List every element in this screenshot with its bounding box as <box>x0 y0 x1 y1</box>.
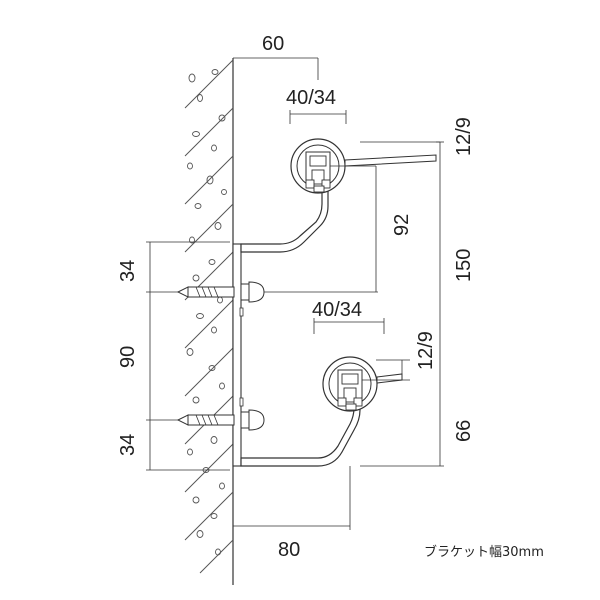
dim-top-offset: 12/9 <box>453 117 475 156</box>
dim-top-bracket: 40/34 <box>286 87 336 109</box>
mounting-plate-slot-lower <box>239 397 244 407</box>
mounting-plate <box>232 243 242 467</box>
dim-lower-bracket: 40/34 <box>312 299 362 321</box>
wall-section <box>184 58 234 585</box>
dim-drop-92: 92 <box>391 214 413 236</box>
dimension-lines <box>146 57 444 530</box>
dim-height-66: 66 <box>453 420 475 442</box>
lower-anchor-bolt <box>176 409 265 431</box>
dim-left-upper: 34 <box>117 260 139 282</box>
dim-top-overall: 60 <box>262 33 284 55</box>
dim-bottom-overall: 80 <box>278 539 300 561</box>
lower-rail-holder <box>322 356 403 412</box>
dim-lower-offset: 12/9 <box>415 331 437 370</box>
caption: ブラケット幅30mm <box>424 544 544 560</box>
wall-aggregate <box>186 69 227 556</box>
dim-height-150: 150 <box>453 249 475 282</box>
mounting-plate-slot-upper <box>239 307 244 317</box>
upper-rail-holder <box>290 138 437 194</box>
wall-hatch <box>184 59 234 574</box>
upper-anchor-bolt <box>176 281 265 303</box>
dim-left-middle: 90 <box>117 346 139 368</box>
dim-left-lower: 34 <box>117 434 139 456</box>
